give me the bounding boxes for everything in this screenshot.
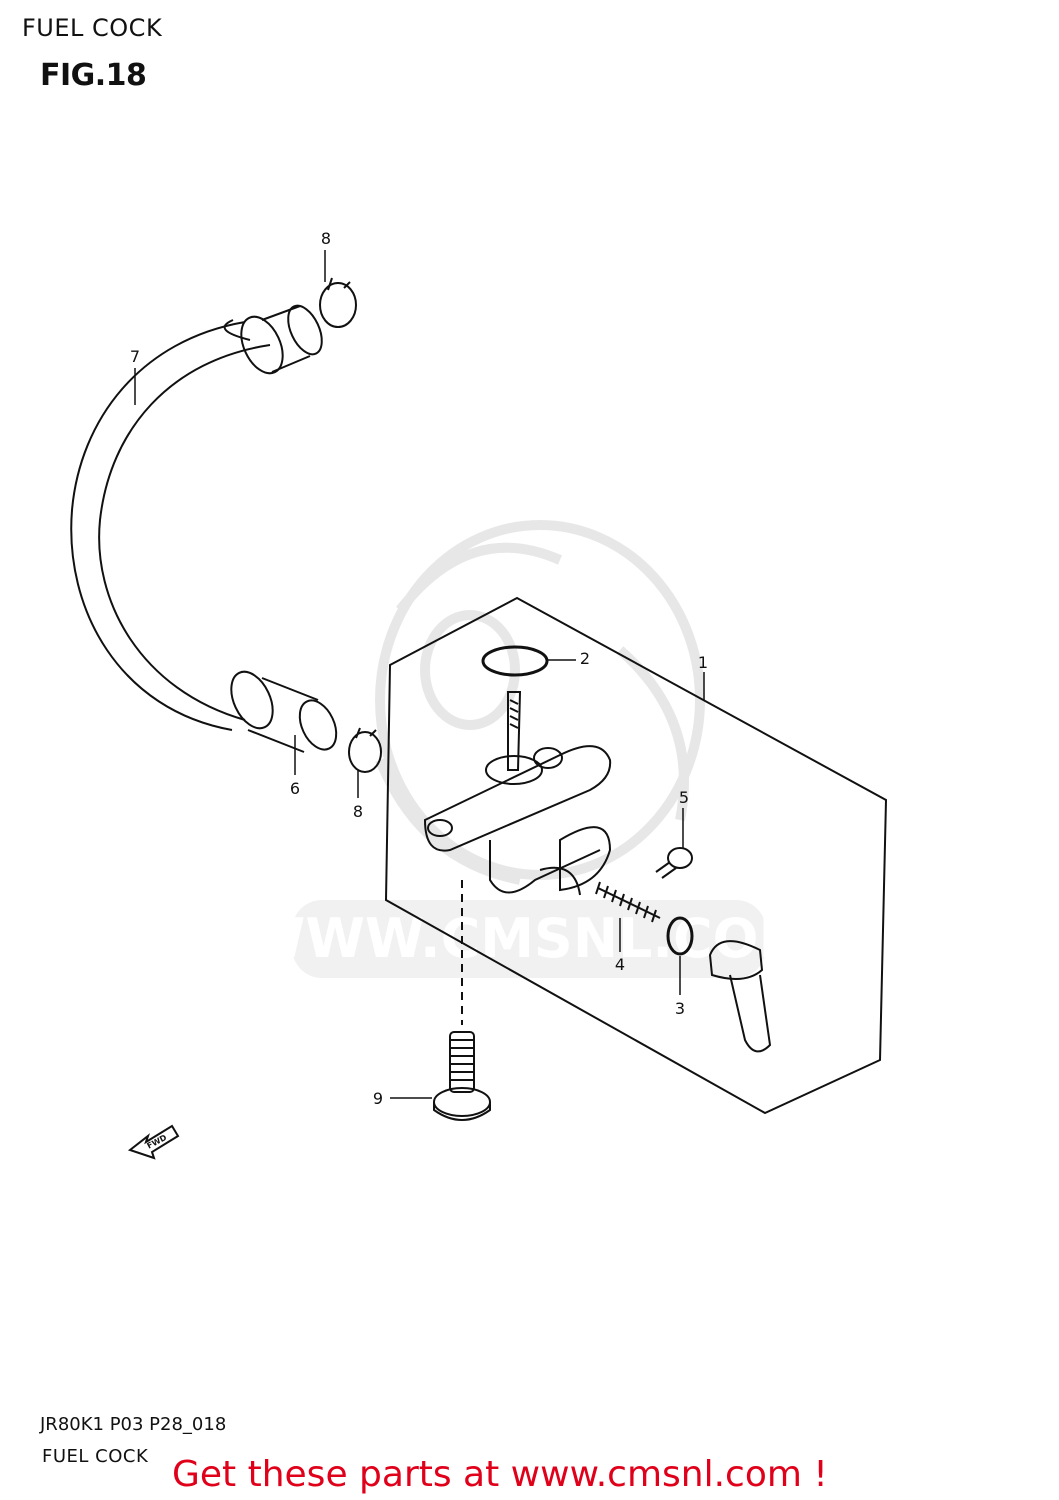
diagram-code: JR80K1 P03 P28_018	[40, 1414, 227, 1435]
callout-8-top: 8	[321, 229, 331, 248]
callout-9: 9	[373, 1089, 383, 1108]
callout-2: 2	[580, 649, 590, 668]
fuel-cock-body	[423, 691, 612, 896]
callout-4: 4	[615, 955, 625, 974]
page-header-title: FUEL COCK	[22, 14, 163, 42]
part-8-clips	[319, 277, 382, 773]
callout-5: 5	[679, 788, 689, 807]
footer-title: FUEL COCK	[42, 1446, 149, 1467]
lever	[708, 940, 772, 1053]
part-1-outline	[384, 596, 888, 1115]
callout-3: 3	[675, 999, 685, 1018]
part-7-hose	[70, 304, 338, 753]
watermark-text: WWW.CMSNL.COM	[246, 907, 812, 970]
part-3-washer	[666, 916, 694, 956]
callout-1: 1	[698, 653, 708, 672]
fwd-arrow: FWD	[127, 1124, 180, 1160]
part-2-o-ring	[481, 645, 549, 677]
cta-link[interactable]: Get these parts at www.cmsnl.com !	[172, 1454, 828, 1495]
watermark-logo	[375, 520, 705, 885]
part-9-bolt	[433, 1031, 491, 1121]
callout-8-bottom: 8	[353, 802, 363, 821]
figure-number: FIG.18	[40, 58, 147, 93]
part-4-spring	[595, 881, 661, 923]
part-5-screw	[655, 847, 693, 879]
watermark: WWW.CMSNL.COM	[246, 520, 812, 978]
leader-lines	[134, 250, 705, 1099]
callout-6: 6	[290, 779, 300, 798]
callout-7: 7	[130, 347, 140, 366]
watermark-banner	[292, 900, 766, 978]
